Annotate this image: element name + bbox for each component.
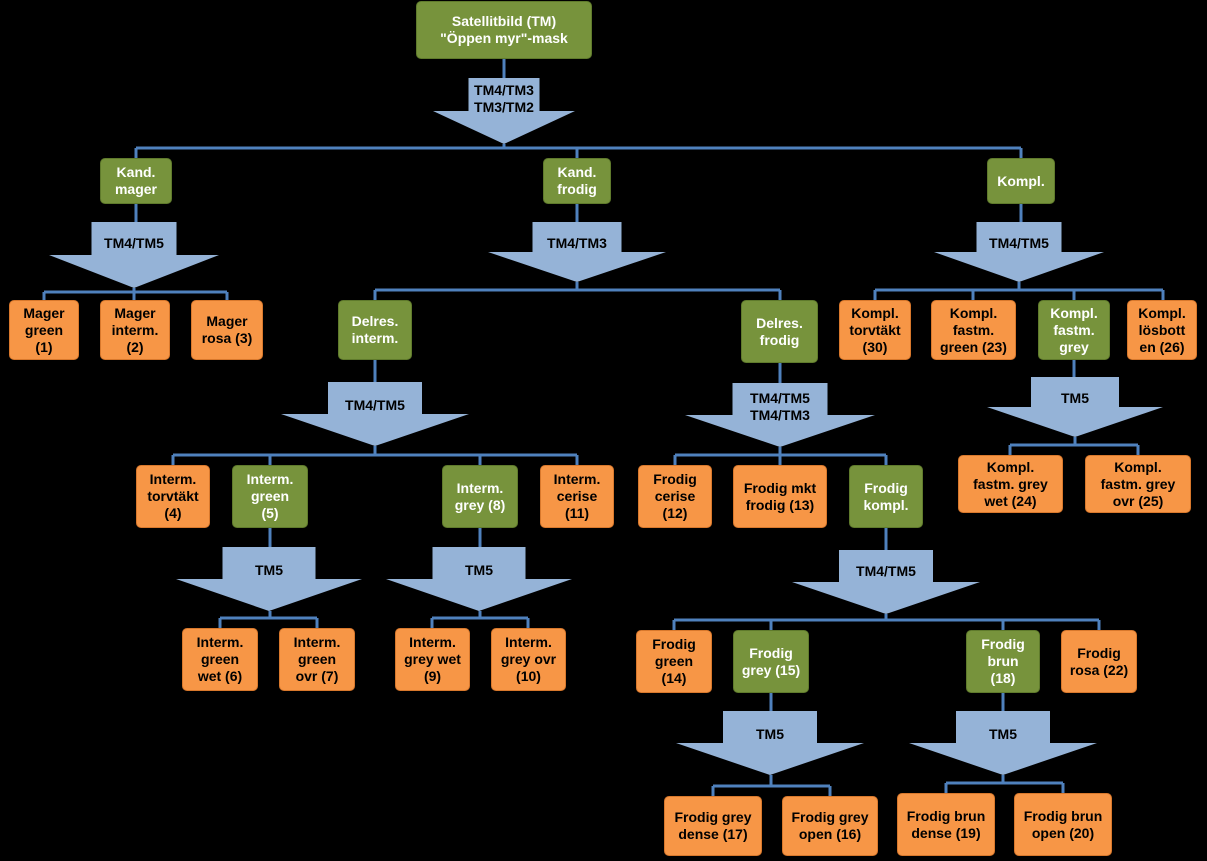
arrow-shape — [909, 711, 1097, 775]
arrow-root-split: TM4/TM3 TM3/TM2 — [433, 78, 575, 144]
arrow-frodig-brun-split-label: TM5 — [989, 726, 1017, 742]
arrow-root-split-label: TM4/TM3 TM3/TM2 — [474, 82, 534, 115]
arrow-fill — [934, 222, 1104, 282]
node-interm-grey-ovr: Interm. grey ovr (10) — [491, 628, 566, 691]
arrow-shape — [176, 547, 362, 611]
arrow-delres-interm-split: TM4/TM5 — [281, 382, 469, 446]
arrow-shape — [386, 547, 572, 611]
arrow-shape — [934, 222, 1104, 282]
node-frodig-brun-dense: Frodig brun dense (19) — [897, 793, 995, 856]
node-kand-mager: Kand. mager — [100, 158, 172, 204]
arrow-fill — [987, 377, 1163, 437]
node-kompl-torvtakt: Kompl. torvtäkt (30) — [839, 300, 911, 360]
arrow-fill — [909, 711, 1097, 775]
arrow-fill — [281, 382, 469, 446]
node-interm-green-ovr: Interm. green ovr (7) — [279, 628, 355, 691]
node-kompl: Kompl. — [987, 158, 1055, 204]
arrow-fill — [685, 383, 875, 447]
node-frodig-grey-dense: Frodig grey dense (17) — [664, 796, 762, 856]
arrow-kompl-split-label: TM4/TM5 — [989, 235, 1049, 251]
arrow-grey-split: TM5 — [987, 377, 1163, 437]
arrow-kompl-split: TM4/TM5 — [934, 222, 1104, 282]
arrow-frodig-grey-split: TM5 — [676, 711, 864, 775]
node-interm-grey-wet: Interm. grey wet (9) — [395, 628, 470, 691]
node-frodig-rosa: Frodig rosa (22) — [1061, 630, 1137, 693]
arrow-frodig-brun-split: TM5 — [909, 711, 1097, 775]
node-kompl-fastm-green: Kompl. fastm. green (23) — [931, 300, 1016, 360]
arrow-frodig-grey-split-label: TM5 — [756, 726, 784, 742]
arrow-grey-split-label: TM5 — [1061, 390, 1089, 406]
arrow-fill — [49, 222, 219, 288]
arrow-shape — [792, 550, 980, 614]
arrow-shape — [49, 222, 219, 288]
arrow-interm-green-split: TM5 — [176, 547, 362, 611]
node-kompl-wet: Kompl. fastm. grey wet (24) — [958, 455, 1063, 513]
arrow-frodig-split-label: TM4/TM3 — [547, 235, 607, 251]
arrow-delres-frodig-split-label: TM4/TM5 TM4/TM3 — [750, 390, 810, 423]
node-kompl-losbotten: Kompl. lösbott en (26) — [1127, 300, 1197, 360]
arrow-shape — [488, 222, 666, 282]
arrow-mager-split-label: TM4/TM5 — [104, 235, 164, 251]
arrow-interm-grey-split: TM5 — [386, 547, 572, 611]
node-interm-torvtakt: Interm. torvtäkt (4) — [136, 465, 210, 528]
arrow-shape — [676, 711, 864, 775]
node-mager-interm: Mager interm. (2) — [100, 300, 170, 360]
arrow-interm-grey-split-label: TM5 — [465, 562, 493, 578]
arrow-fill — [792, 550, 980, 614]
arrow-shape — [685, 383, 875, 447]
arrow-fill — [676, 711, 864, 775]
node-interm-green-wet: Interm. green wet (6) — [182, 628, 258, 691]
node-delres-frodig: Delres. frodig — [741, 300, 818, 363]
node-frodig-cerise: Frodig cerise (12) — [638, 465, 712, 528]
node-frodig-green: Frodig green (14) — [636, 630, 712, 693]
arrow-shape — [433, 78, 575, 144]
node-mager-rosa: Mager rosa (3) — [191, 300, 263, 360]
node-kompl-ovr: Kompl. fastm. grey ovr (25) — [1085, 455, 1191, 513]
node-frodig-mkt: Frodig mkt frodig (13) — [733, 465, 827, 528]
node-root: Satellitbild (TM) "Öppen myr"-mask — [416, 1, 592, 59]
arrow-mager-split: TM4/TM5 — [49, 222, 219, 288]
arrow-fill — [176, 547, 362, 611]
arrow-frodig-kompl-split-label: TM4/TM5 — [856, 563, 916, 579]
arrow-frodig-split: TM4/TM3 — [488, 222, 666, 282]
arrow-fill — [433, 78, 575, 144]
node-interm-cerise: Interm. cerise (11) — [540, 465, 614, 528]
node-frodig-brun-open: Frodig brun open (20) — [1014, 793, 1112, 856]
arrow-delres-interm-split-label: TM4/TM5 — [345, 397, 405, 413]
node-frodig-brun: Frodig brun (18) — [966, 630, 1040, 693]
node-interm-grey: Interm. grey (8) — [442, 465, 518, 528]
node-frodig-kompl: Frodig kompl. — [849, 465, 923, 528]
node-kompl-fastm-grey: Kompl. fastm. grey — [1038, 300, 1110, 360]
arrow-fill — [386, 547, 572, 611]
node-frodig-grey: Frodig grey (15) — [733, 630, 809, 693]
node-frodig-grey-open: Frodig grey open (16) — [782, 796, 878, 856]
node-delres-interm: Delres. interm. — [338, 300, 412, 360]
arrow-frodig-kompl-split: TM4/TM5 — [792, 550, 980, 614]
arrow-shape — [281, 382, 469, 446]
arrow-fill — [488, 222, 666, 282]
arrow-delres-frodig-split: TM4/TM5 TM4/TM3 — [685, 383, 875, 447]
node-interm-green: Interm. green (5) — [232, 465, 308, 528]
arrow-interm-green-split-label: TM5 — [255, 562, 283, 578]
arrow-shape — [987, 377, 1163, 437]
node-kand-frodig: Kand. frodig — [543, 158, 611, 204]
node-mager-green: Mager green (1) — [9, 300, 79, 360]
